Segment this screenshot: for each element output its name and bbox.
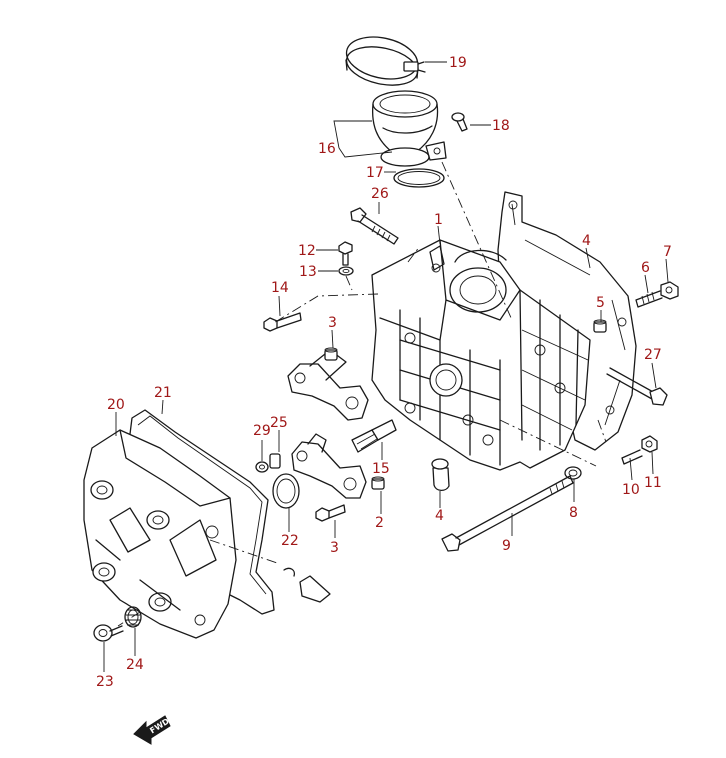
callout-11: 10	[622, 482, 640, 498]
part-dowel-3-upper	[324, 347, 338, 361]
part-head-cover	[83, 429, 237, 639]
part-nut-8	[660, 281, 679, 300]
part-washer-14	[338, 266, 354, 276]
callout-16: 15	[372, 461, 390, 477]
part-screw-19	[451, 112, 468, 132]
part-cylinder-head	[371, 239, 591, 471]
part-bolt-28	[606, 367, 668, 406]
callout-19: 18	[492, 118, 510, 134]
callout-17: 16	[318, 141, 336, 157]
callout-12: 11	[644, 475, 662, 491]
callout-21: 20	[107, 397, 125, 413]
callout-7: 6	[641, 260, 650, 276]
callout-6: 5	[596, 295, 605, 311]
part-clip-and-cap	[283, 567, 331, 603]
part-dowel-2	[371, 476, 385, 490]
callout-15: 14	[271, 280, 289, 296]
part-washer-9	[564, 466, 582, 480]
callout-28: 27	[644, 347, 662, 363]
callout-1: 1	[434, 212, 443, 228]
callout-20: 19	[449, 55, 467, 71]
callout-18: 17	[366, 165, 384, 181]
part-bolt-24	[93, 624, 124, 642]
callout-2: 2	[375, 515, 384, 531]
callout-24: 23	[96, 674, 114, 690]
callout-23: 22	[281, 533, 299, 549]
callout-4: 4	[435, 508, 444, 524]
part-stud-10	[441, 475, 574, 552]
part-bolt-13	[338, 241, 353, 266]
part-dowel-6	[593, 319, 607, 333]
part-bolt-15	[263, 312, 302, 332]
part-bolt-11	[621, 449, 643, 465]
part-seal-23	[272, 473, 300, 509]
fwd-direction-marker: FWD	[133, 715, 171, 745]
callout-26: 25	[270, 415, 288, 431]
part-stud-27	[350, 207, 399, 245]
callout-3-lower: 3	[330, 540, 339, 556]
fwd-arrow-icon	[133, 715, 171, 745]
part-nut-12	[641, 435, 658, 453]
callout-25: 24	[126, 657, 144, 673]
callout-14: 13	[299, 264, 317, 280]
part-washer-29	[255, 461, 269, 473]
callout-labels: 19 18 16 17 26 1 4 12 13 14 3 7 6 5 27 1…	[96, 55, 672, 690]
part-pin-26	[269, 453, 281, 469]
part-o-ring	[393, 168, 445, 188]
callout-9: 8	[569, 505, 578, 521]
callout-13: 12	[298, 243, 316, 259]
part-rocker-lower	[291, 433, 367, 499]
callout-22: 21	[154, 385, 172, 401]
callout-27: 26	[371, 186, 389, 202]
part-intake-pipe	[371, 90, 447, 167]
callout-8: 7	[663, 244, 672, 260]
part-bolt-3-lower	[315, 504, 346, 522]
leader-lines	[103, 61, 669, 672]
part-clamp	[345, 36, 426, 86]
callout-3-upper: 3	[328, 315, 337, 331]
part-spark-plug	[351, 419, 397, 453]
callout-29: 29	[253, 423, 271, 439]
part-rocker-upper	[287, 349, 369, 421]
part-plug-4	[431, 458, 450, 492]
part-grommet-25	[124, 606, 142, 628]
callout-5: 4	[582, 233, 591, 249]
part-bolt-7	[635, 290, 663, 308]
assembly-lines	[117, 161, 607, 627]
callout-10: 9	[502, 538, 511, 554]
